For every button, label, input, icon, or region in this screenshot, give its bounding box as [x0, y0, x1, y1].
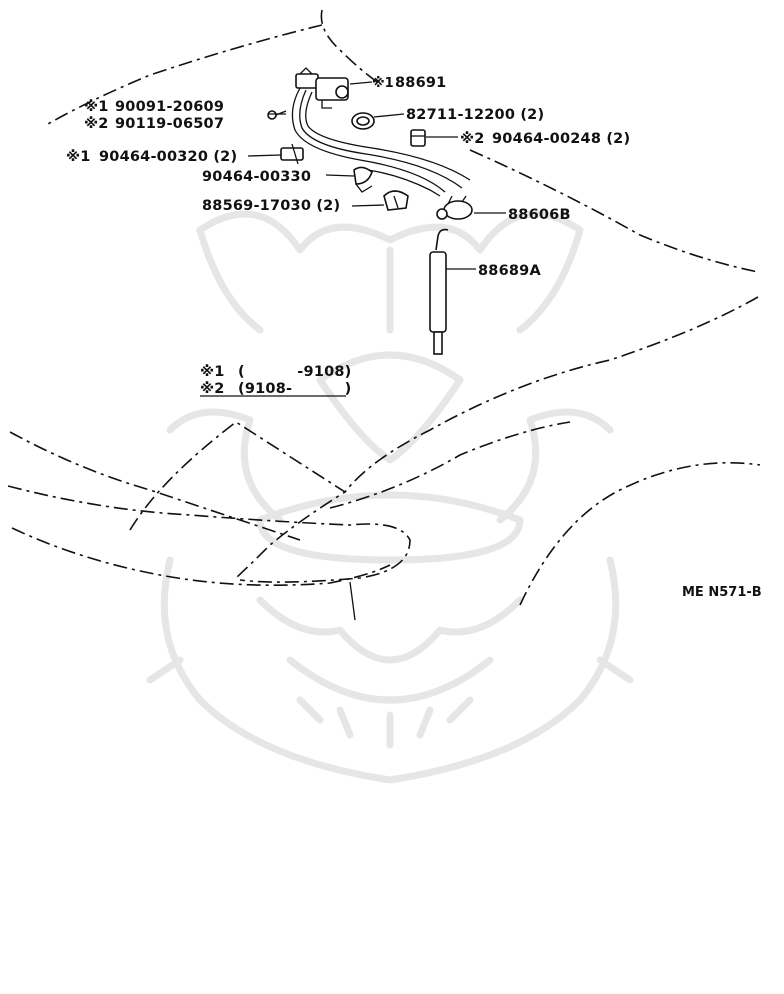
label-88689A: 88689A — [478, 263, 541, 279]
mark-88691: ※1 — [372, 76, 394, 91]
part-90464-00330-clip — [353, 166, 373, 193]
label-90464-00320: 90464-00320 (2) — [99, 149, 237, 165]
label-88569-17030: 88569-17030 (2) — [202, 198, 340, 214]
washer-hose-assembly — [291, 87, 471, 197]
legend-row1-text: ( -9108) — [238, 364, 352, 380]
label-88691: 88691 — [395, 75, 446, 91]
legend: ※1 ( -9108) ※2 (9108- ) — [200, 364, 352, 397]
part-88689A-tube — [429, 228, 449, 355]
part-88691-connector — [295, 67, 349, 109]
part-90464-00320-clip — [280, 143, 304, 165]
part-88569-clip — [383, 190, 409, 211]
mark-90119: ※2 — [84, 116, 109, 132]
label-90091-20609: 90091-20609 — [115, 99, 224, 115]
mark-90464-00320: ※1 — [66, 149, 91, 165]
part-82711-clamp — [351, 112, 375, 130]
part-88606B-valve — [436, 195, 473, 220]
mark-90091: ※1 — [84, 99, 109, 115]
diagram-code: ME N571-B — [682, 585, 762, 600]
legend-mark-1: ※1 — [200, 364, 225, 380]
leader-lines — [247, 81, 506, 270]
label-88606B: 88606B — [508, 207, 571, 223]
legend-row2-text: (9108- ) — [238, 381, 352, 397]
label-90464-00330: 90464-00330 — [202, 169, 311, 185]
part-90464-00248-clip — [410, 129, 426, 147]
mark-90464-00248: ※2 — [460, 131, 485, 147]
vehicle-body-outline — [7, 9, 761, 621]
label-90464-00248: 90464-00248 (2) — [492, 131, 630, 147]
label-90119-06507: 90119-06507 — [115, 116, 224, 132]
label-82711-12200: 82711-12200 (2) — [406, 107, 544, 123]
legend-mark-2: ※2 — [200, 381, 225, 397]
part-90091-bolt — [267, 110, 287, 120]
watermark-mask-icon — [146, 210, 634, 784]
